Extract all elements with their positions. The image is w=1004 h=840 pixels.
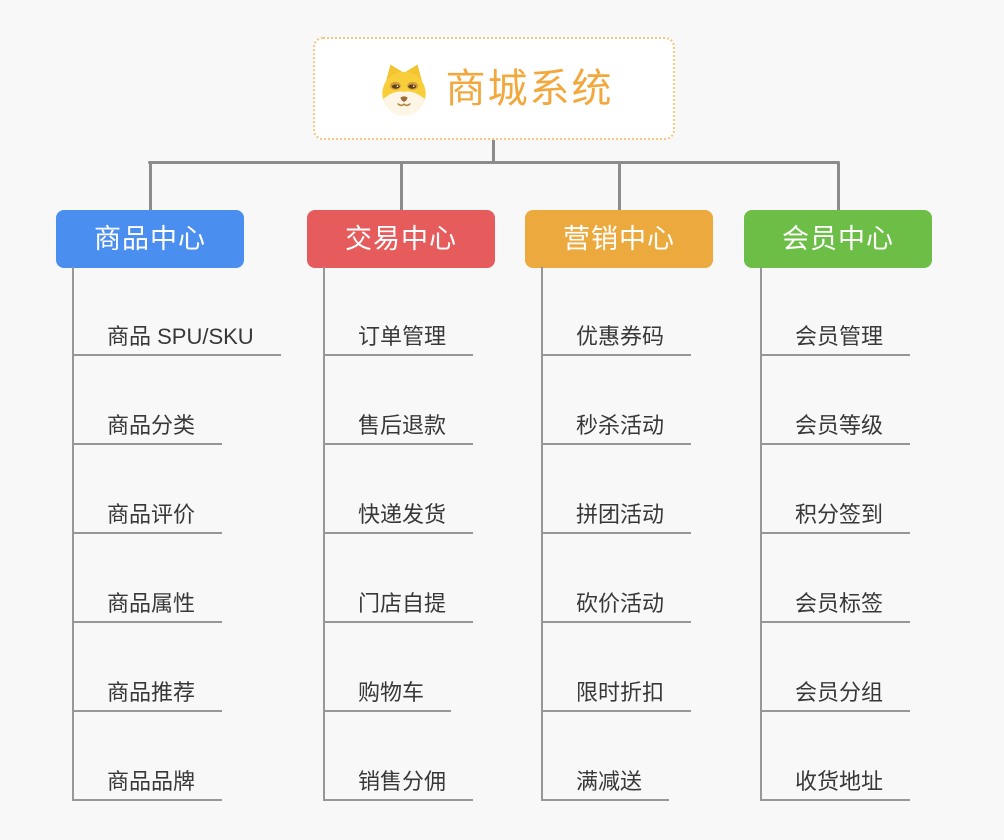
child-label: 销售分佣	[358, 768, 447, 794]
child-label: 商品评价	[107, 501, 196, 527]
child-label: 会员等级	[795, 412, 884, 438]
branch-box-trade-center[interactable]: 交易中心	[307, 210, 495, 268]
child-node[interactable]: 商品分类	[74, 356, 223, 445]
child-node[interactable]: 商品评价	[74, 445, 223, 534]
child-node[interactable]: 会员等级	[762, 356, 911, 445]
child-label: 限时折扣	[576, 679, 665, 705]
child-node[interactable]: 门店自提	[325, 534, 474, 623]
child-node[interactable]: 购物车	[325, 623, 452, 712]
branch-label: 交易中心	[345, 223, 457, 254]
child-node[interactable]: 商品 SPU/SKU	[74, 267, 281, 356]
child-label: 会员标签	[795, 590, 884, 616]
branch-children-marketing-center: 优惠券码秒杀活动拼团活动砍价活动限时折扣满减送	[541, 267, 692, 801]
child-node[interactable]: 快递发货	[325, 445, 474, 534]
child-node[interactable]: 限时折扣	[543, 623, 692, 712]
shiba-dog-icon	[375, 60, 433, 118]
child-label: 购物车	[358, 679, 425, 705]
connector-drop	[148, 162, 152, 210]
child-label: 满减送	[576, 768, 643, 794]
child-node[interactable]: 销售分佣	[325, 712, 474, 801]
child-node[interactable]: 商品属性	[74, 534, 223, 623]
child-label: 订单管理	[358, 323, 447, 349]
connector-drop	[836, 162, 840, 210]
connector-bus	[148, 161, 840, 164]
child-label: 积分签到	[795, 501, 884, 527]
branch-children-trade-center: 订单管理售后退款快递发货门店自提购物车销售分佣	[323, 267, 474, 801]
child-node[interactable]: 砍价活动	[543, 534, 692, 623]
child-node[interactable]: 会员分组	[762, 623, 911, 712]
root-node[interactable]: 商城系统	[313, 37, 675, 140]
child-label: 砍价活动	[576, 590, 665, 616]
child-label: 会员管理	[795, 323, 884, 349]
child-label: 收货地址	[795, 768, 884, 794]
child-node[interactable]: 会员管理	[762, 267, 911, 356]
child-label: 商品属性	[107, 590, 196, 616]
branch-children-product-center: 商品 SPU/SKU 商品分类商品评价商品属性商品推荐商品品牌	[72, 267, 281, 801]
child-label: 门店自提	[358, 590, 447, 616]
child-node[interactable]: 满减送	[543, 712, 670, 801]
child-node[interactable]: 拼团活动	[543, 445, 692, 534]
child-node[interactable]: 订单管理	[325, 267, 474, 356]
child-label: 会员分组	[795, 679, 884, 705]
branch-children-member-center: 会员管理会员等级积分签到会员标签会员分组收货地址	[760, 267, 911, 801]
child-node[interactable]: 收货地址	[762, 712, 911, 801]
child-label: 商品分类	[107, 412, 196, 438]
child-label: 商品推荐	[107, 679, 196, 705]
branch-label: 商品中心	[94, 223, 206, 254]
branch-box-member-center[interactable]: 会员中心	[744, 210, 932, 268]
child-label: 快递发货	[358, 501, 447, 527]
child-label: 售后退款	[358, 412, 447, 438]
branch-box-product-center[interactable]: 商品中心	[56, 210, 244, 268]
branch-box-marketing-center[interactable]: 营销中心	[525, 210, 713, 268]
connector-drop	[399, 162, 403, 210]
connector-drop	[617, 162, 621, 210]
branch-label: 营销中心	[563, 223, 675, 254]
child-label: 商品品牌	[107, 768, 196, 794]
connector-root-stub	[492, 140, 495, 163]
child-label: 商品 SPU/SKU	[107, 323, 254, 349]
child-node[interactable]: 商品推荐	[74, 623, 223, 712]
child-node[interactable]: 优惠券码	[543, 267, 692, 356]
child-node[interactable]: 秒杀活动	[543, 356, 692, 445]
child-label: 优惠券码	[576, 323, 665, 349]
child-node[interactable]: 积分签到	[762, 445, 911, 534]
child-label: 拼团活动	[576, 501, 665, 527]
child-label: 秒杀活动	[576, 412, 665, 438]
child-node[interactable]: 售后退款	[325, 356, 474, 445]
child-node[interactable]: 会员标签	[762, 534, 911, 623]
root-title: 商城系统	[445, 66, 614, 111]
child-node[interactable]: 商品品牌	[74, 712, 223, 801]
branch-label: 会员中心	[782, 223, 894, 254]
